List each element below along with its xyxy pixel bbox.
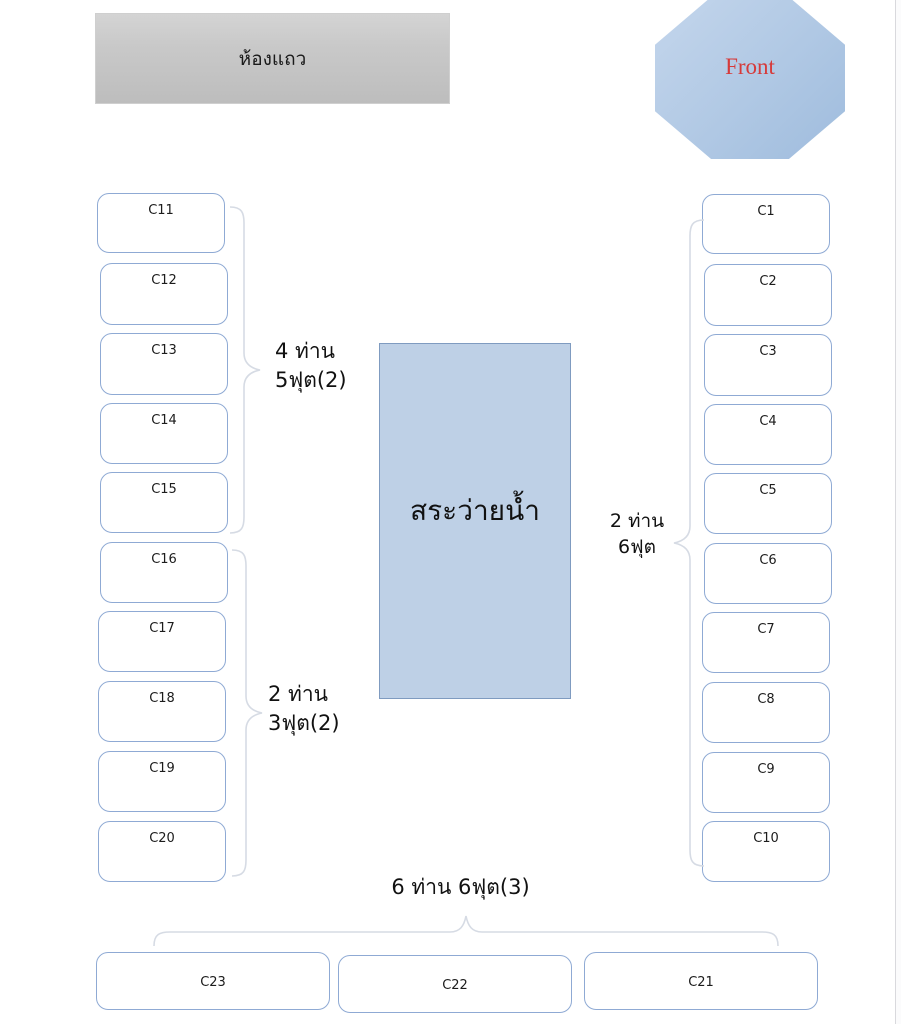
cabana-box-c9[interactable]: C9 — [702, 752, 830, 813]
cabana-box-c8[interactable]: C8 — [702, 682, 830, 743]
cabana-box-c3[interactable]: C3 — [704, 334, 832, 396]
cabana-label: C23 — [200, 975, 226, 990]
cabana-box-c12[interactable]: C12 — [100, 263, 228, 325]
swimming-pool-label: สระว่ายน้ำ — [410, 494, 540, 527]
brace-bottom — [153, 915, 779, 947]
cabana-box-c22[interactable]: C22 — [338, 955, 572, 1013]
swimming-pool-area: สระว่ายน้ำ — [379, 343, 571, 699]
cabana-label: C19 — [149, 761, 175, 776]
page-edge-line — [895, 0, 896, 1024]
caption-line-1: 4 ท่าน — [275, 339, 336, 363]
caption-line-1: 6 ท่าน 6ฟุต(3) — [391, 875, 530, 899]
cabana-label: C22 — [442, 978, 468, 993]
caption-bottom: 6 ท่าน 6ฟุต(3) — [0, 873, 901, 902]
cabana-label: C3 — [759, 344, 777, 359]
cabana-box-c19[interactable]: C19 — [98, 751, 226, 812]
shophouse-block: ห้องแถว — [95, 13, 450, 104]
cabana-label: C20 — [149, 831, 175, 846]
brace-left-bottom — [231, 549, 263, 877]
cabana-box-c15[interactable]: C15 — [100, 472, 228, 533]
cabana-label: C16 — [151, 552, 177, 567]
cabana-box-c6[interactable]: C6 — [704, 543, 832, 604]
brace-right — [673, 219, 705, 867]
cabana-box-c2[interactable]: C2 — [704, 264, 832, 326]
cabana-label: C13 — [151, 343, 177, 358]
caption-line-1: 2 ท่าน — [609, 510, 665, 532]
cabana-label: C14 — [151, 413, 177, 428]
caption-left-bottom: 2 ท่าน 3ฟุต(2) — [268, 680, 340, 738]
cabana-box-c18[interactable]: C18 — [98, 681, 226, 742]
cabana-box-c10[interactable]: C10 — [702, 821, 830, 882]
cabana-label: C11 — [148, 203, 174, 218]
caption-line-1: 2 ท่าน — [268, 682, 329, 706]
cabana-box-c20[interactable]: C20 — [98, 821, 226, 882]
cabana-label: C4 — [759, 414, 777, 429]
shophouse-label: ห้องแถว — [238, 48, 307, 70]
caption-line-2: 6ฟุต — [618, 536, 656, 559]
cabana-label: C17 — [149, 621, 175, 636]
cabana-label: C2 — [759, 274, 777, 289]
front-octagon-marker: Front — [655, 0, 845, 159]
cabana-box-c5[interactable]: C5 — [704, 473, 832, 534]
cabana-box-c17[interactable]: C17 — [98, 611, 226, 672]
cabana-label: C1 — [757, 204, 775, 219]
front-label: Front — [725, 54, 775, 79]
cabana-box-c7[interactable]: C7 — [702, 612, 830, 673]
cabana-box-c1[interactable]: C1 — [702, 194, 830, 254]
cabana-box-c14[interactable]: C14 — [100, 403, 228, 464]
cabana-label: C15 — [151, 482, 177, 497]
cabana-box-c13[interactable]: C13 — [100, 333, 228, 395]
caption-left-top: 4 ท่าน 5ฟุต(2) — [275, 337, 347, 395]
brace-left-top — [229, 206, 261, 534]
caption-line-2: 3ฟุต(2) — [268, 710, 340, 735]
cabana-box-c21[interactable]: C21 — [584, 952, 818, 1010]
cabana-box-c23[interactable]: C23 — [96, 952, 330, 1010]
cabana-label: C7 — [757, 622, 775, 637]
cabana-label: C18 — [149, 691, 175, 706]
caption-right: 2 ท่าน 6ฟุต — [598, 508, 676, 560]
cabana-box-c11[interactable]: C11 — [97, 193, 225, 253]
cabana-label: C6 — [759, 553, 777, 568]
page-right-margin — [896, 0, 901, 1024]
cabana-label: C12 — [151, 273, 177, 288]
cabana-label: C5 — [759, 483, 777, 498]
caption-line-2: 5ฟุต(2) — [275, 367, 347, 392]
cabana-label: C8 — [757, 692, 775, 707]
cabana-label: C10 — [753, 831, 779, 846]
cabana-label: C21 — [688, 975, 714, 990]
cabana-box-c16[interactable]: C16 — [100, 542, 228, 603]
cabana-box-c4[interactable]: C4 — [704, 404, 832, 465]
cabana-label: C9 — [757, 762, 775, 777]
